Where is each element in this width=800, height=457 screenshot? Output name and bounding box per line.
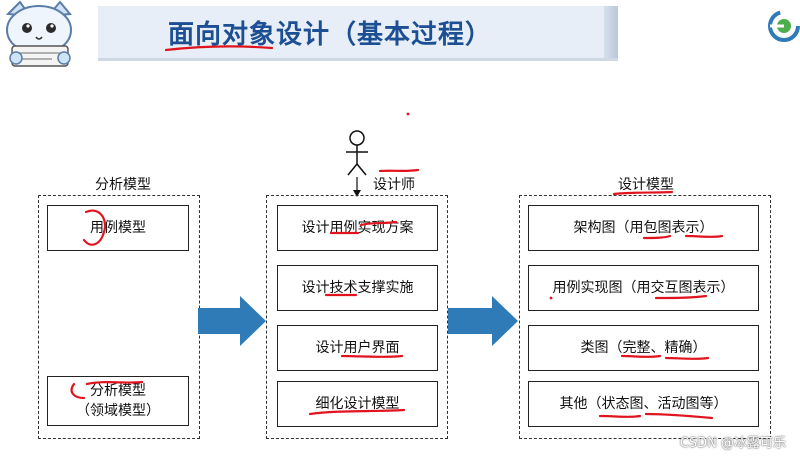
box-label: 架构图（用包图表示） (573, 220, 714, 236)
box-label: 分析模型 (90, 383, 146, 399)
box-label: 设计技术支撑实施 (301, 280, 414, 296)
use-case-model-box: 用例模型 (47, 205, 189, 251)
title-banner-edge (604, 6, 618, 58)
design-model-region (519, 195, 771, 439)
design-model-label: 设计模型 (618, 177, 674, 193)
design-user-interface-box: 设计用户界面 (277, 325, 438, 371)
watermark: CSDN @冰露可乐 (679, 436, 786, 451)
cat-mascot-icon (5, 0, 72, 67)
designer-label: 设计师 (373, 177, 415, 193)
page-title: 面向对象设计（基本过程） (168, 20, 493, 50)
use-case-realization-diagram-box: 用例实现图（用交互图表示） (528, 265, 759, 311)
box-label: 用例实现图（用交互图表示） (552, 280, 735, 296)
refine-design-model-box: 细化设计模型 (277, 381, 438, 427)
flow-arrow-right-icon (448, 296, 518, 346)
box-label: 设计用例实现方案 (301, 220, 414, 236)
box-label: 用例模型 (90, 220, 146, 236)
class-diagram-box: 类图（完整、精确） (528, 325, 759, 371)
box-label: 细化设计模型 (315, 396, 400, 412)
box-label: 设计用户界面 (315, 340, 400, 356)
box-label: 其他（状态图、活动图等） (559, 396, 728, 412)
analysis-model-box: 分析模型 （领域模型） (47, 376, 189, 426)
other-diagrams-box: 其他（状态图、活动图等） (528, 381, 759, 427)
flow-arrow-right-icon (198, 296, 266, 346)
designer-region (266, 195, 448, 439)
design-use-case-realization-box: 设计用例实现方案 (277, 205, 438, 251)
box-label: 类图（完整、精确） (580, 340, 707, 356)
box-sublabel: （领域模型） (76, 403, 160, 419)
logo-icon (768, 10, 800, 42)
design-tech-support-box: 设计技术支撑实施 (277, 265, 438, 311)
designer-actor-icon (346, 130, 368, 197)
title-banner (98, 6, 618, 61)
analysis-model-label: 分析模型 (95, 177, 151, 193)
architecture-diagram-box: 架构图（用包图表示） (528, 205, 759, 251)
